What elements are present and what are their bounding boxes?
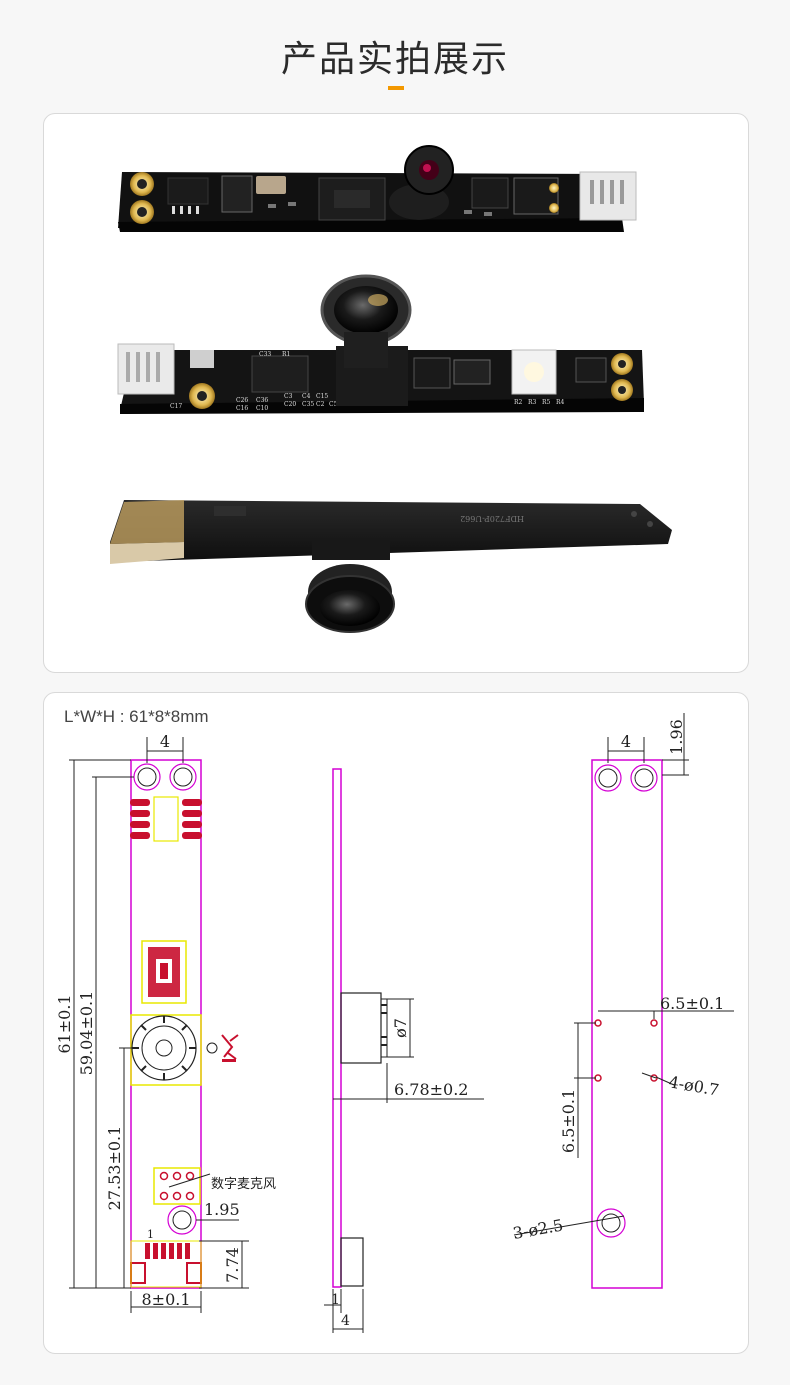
- dim-board-thickness: 1: [331, 1292, 340, 1308]
- side-lens: [340, 992, 382, 1064]
- dim-mic-hole: 1.95: [204, 1200, 240, 1219]
- side-board-outline: [332, 768, 342, 1288]
- side-view: ø7 6.78±0.2 1 4: [324, 768, 484, 1333]
- hole: [594, 764, 622, 792]
- dim-mount-spacing-h: 6.5±0.1: [660, 994, 724, 1013]
- dim-length-to-hole: 59.04±0.1: [77, 991, 96, 1076]
- crystal: [256, 176, 286, 194]
- dimension-drawing-card: L*W*H : 61*8*8mm: [43, 692, 749, 1354]
- pin-one-label: 1: [147, 1228, 154, 1241]
- hole: [167, 1205, 197, 1235]
- back-view: 4 1.96 6.5±0.1 4-ø0.7 6.5±0.1 3-ø2.5: [511, 713, 734, 1289]
- technical-drawing: 数字麦克风 1: [55, 713, 734, 1333]
- gold-contact-edge: [110, 500, 184, 544]
- chip-label: C3: [284, 393, 293, 400]
- page-title: 产品实拍展示: [280, 39, 509, 80]
- chip-label: C4: [302, 393, 311, 400]
- dim-connector-height: 4: [341, 1313, 350, 1329]
- mount-hole: [650, 1074, 658, 1082]
- hole: [169, 763, 197, 791]
- chip-label: C5: [329, 401, 338, 408]
- back-board-outline: [591, 759, 663, 1289]
- chip-label: C36: [256, 397, 268, 404]
- chip-label: R2: [514, 399, 523, 406]
- top-view-pcb-photo: [118, 145, 637, 232]
- hole: [630, 764, 658, 792]
- lens-footprint: [130, 1014, 202, 1086]
- chip-label: C2: [316, 401, 325, 408]
- dsp-chip-outline: [141, 940, 187, 1004]
- chip-label: R5: [542, 399, 551, 406]
- chip-label: C17: [170, 403, 182, 410]
- dimensions-label: L*W*H : 61*8*8mm: [64, 707, 209, 726]
- mount-hole: [650, 1019, 658, 1027]
- chip-label: C35: [302, 401, 314, 408]
- chip-label: C10: [256, 405, 268, 412]
- chip-label: C15: [316, 393, 328, 400]
- dim-mount-holes: 4-ø0.7: [667, 1072, 720, 1100]
- mic-footprint: [153, 1167, 201, 1205]
- hole: [596, 1208, 626, 1238]
- mic-label: 数字麦克风: [211, 1177, 276, 1192]
- dim-total-length: 61±0.1: [55, 994, 74, 1053]
- hole: [137, 767, 157, 787]
- led-symbol: [206, 1034, 239, 1062]
- title-accent-bar: [388, 86, 404, 90]
- dim-lens-diameter: ø7: [391, 1018, 410, 1038]
- side-connector: [340, 1237, 364, 1287]
- dim-mount-spacing-v: 6.5±0.1: [559, 1089, 578, 1153]
- chip-label: R3: [528, 399, 537, 406]
- dim-hole-spacing: 4: [621, 732, 631, 751]
- led: [511, 349, 557, 395]
- product-photos: C33 R1 C26 C36 C16 C3 C4 C15 C10 C20 C35…: [110, 145, 672, 633]
- bottom-view-pcb-photo: HDF720P-U662: [110, 500, 672, 633]
- chip-label: R4: [556, 399, 565, 406]
- dsp-chip: [251, 355, 309, 393]
- chip-label: C26: [236, 397, 248, 404]
- dim-hole-spacing: 4: [160, 732, 170, 751]
- chip-label: C33: [259, 351, 271, 358]
- dim-width: 8±0.1: [141, 1290, 190, 1309]
- dim-edge-offset: 1.96: [667, 719, 686, 755]
- front-view: 数字麦克风 1: [55, 732, 276, 1313]
- connector-pads: [145, 1243, 190, 1259]
- chip-label: R1: [282, 351, 290, 358]
- chip-pads: [130, 799, 202, 839]
- eeprom-chip: [167, 177, 209, 205]
- usb-connector: [579, 171, 637, 221]
- hole: [173, 767, 193, 787]
- dim-holes: 3-ø2.5: [511, 1215, 564, 1243]
- angled-view-pcb-photo: C33 R1 C26 C36 C16 C3 C4 C15 C10 C20 C35…: [117, 274, 644, 414]
- board-label: HDF720P-U662: [460, 514, 524, 523]
- dim-lens-height: 6.78±0.2: [394, 1080, 468, 1099]
- dim-connector-offset: 7.74: [223, 1247, 242, 1283]
- dim-length-to-lens: 27.53±0.1: [105, 1126, 124, 1211]
- chip-label: C20: [284, 401, 296, 408]
- product-photo-card: C33 R1 C26 C36 C16 C3 C4 C15 C10 C20 C35…: [43, 113, 749, 673]
- chip-label: C16: [236, 405, 248, 412]
